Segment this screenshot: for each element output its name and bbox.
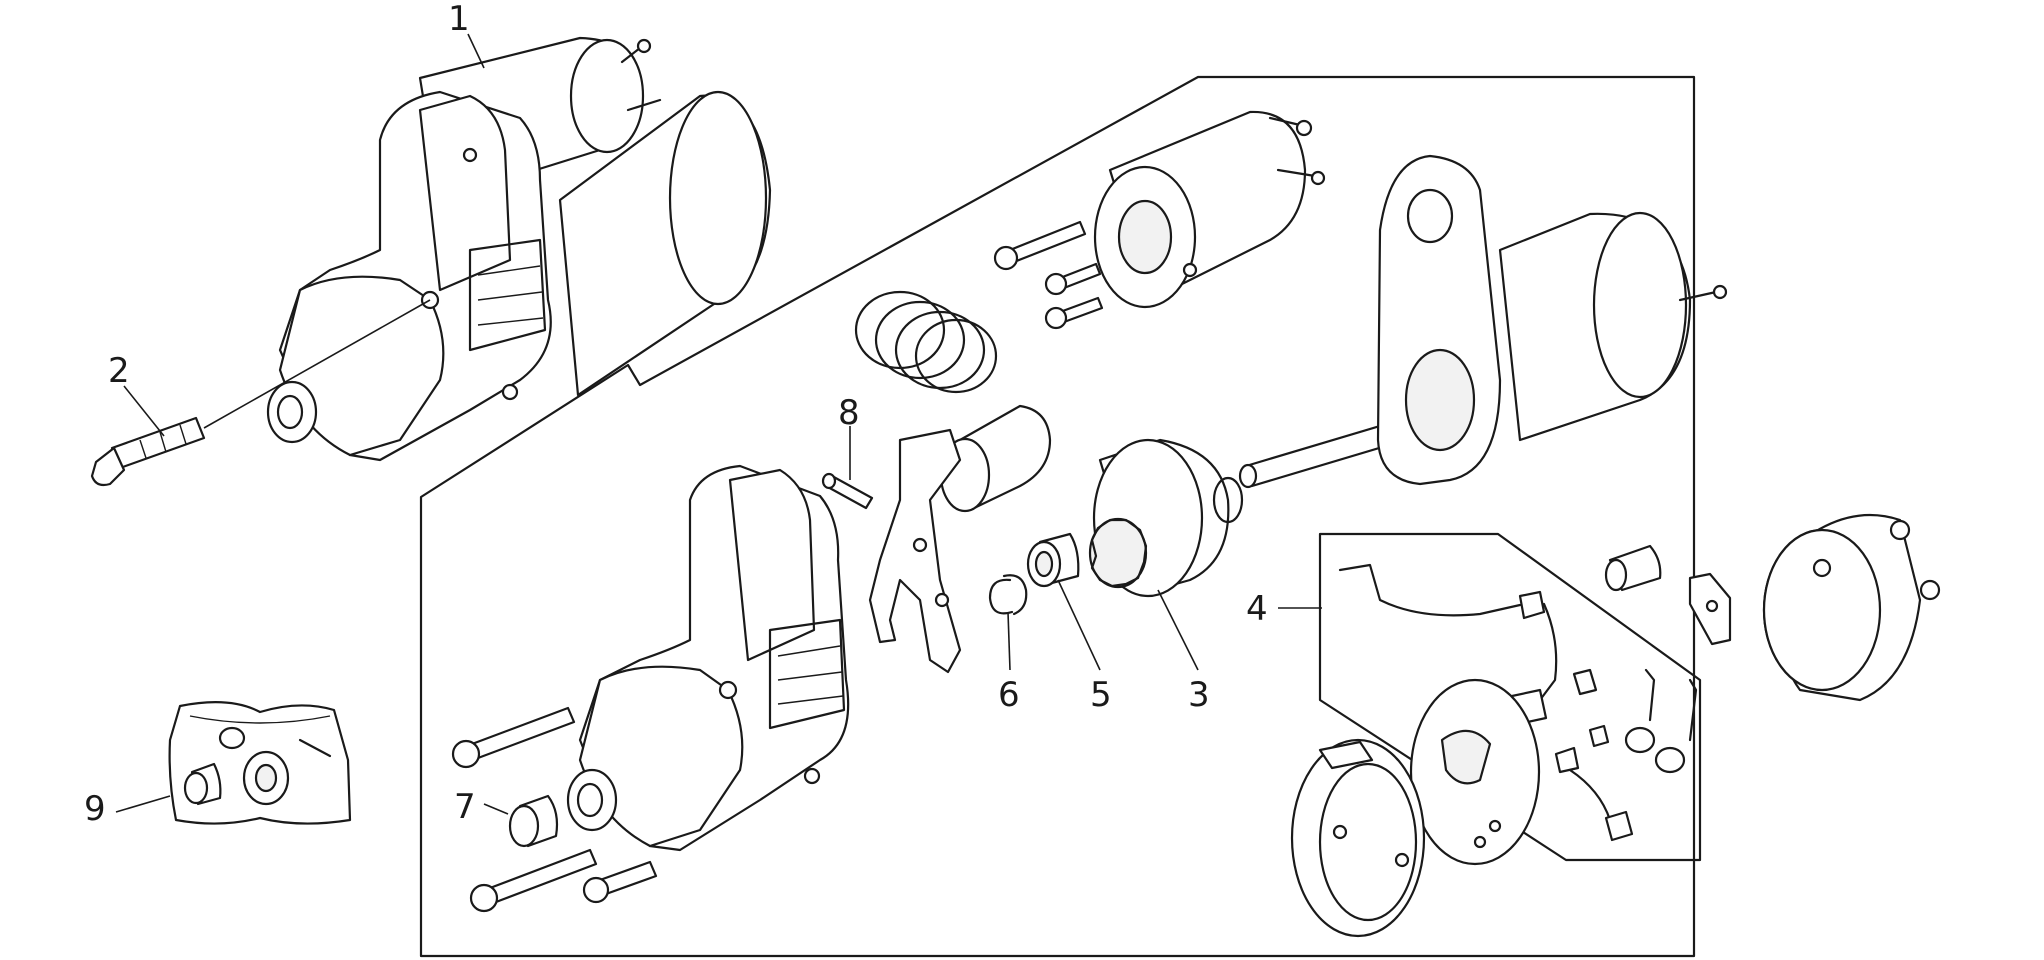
leader-line-9: [115, 795, 171, 813]
callout-5: 5: [1090, 675, 1112, 715]
leader-line-6: [1007, 611, 1011, 671]
housing-bolts: [451, 706, 658, 913]
brush-kit-box: [1318, 532, 1702, 862]
leader-line-1: [467, 33, 485, 69]
callout-2: 2: [108, 351, 130, 391]
callout-6: 6: [998, 675, 1020, 715]
callout-8: 8: [838, 393, 860, 433]
stop-collar: [1026, 532, 1080, 588]
callout-7: 7: [454, 787, 476, 827]
callout-1: 1: [448, 0, 470, 39]
leader-line-2: [123, 385, 165, 437]
leader-line-3: [1157, 589, 1199, 671]
return-spring: [854, 290, 998, 394]
solenoid-screws: [993, 220, 1104, 330]
bush-sleeve: [508, 794, 559, 848]
solenoid-switch: [1093, 110, 1326, 309]
starter-motor-assembly: [266, 36, 772, 462]
callout-9: 9: [84, 789, 106, 829]
exploded-view-frame: [419, 75, 1696, 958]
callout-3: 3: [1188, 675, 1210, 715]
brush-holder-kit: [1338, 563, 1698, 842]
plunger-and-fork-lever: [868, 404, 1052, 674]
callout-4: 4: [1246, 589, 1268, 629]
rear-bushing-and-cap: [1604, 513, 1941, 702]
drive-end-housing: [566, 464, 850, 852]
leader-line-5: [1057, 579, 1101, 671]
pinion-drive-assembly: [1088, 438, 1244, 598]
pivot-pin: [821, 472, 874, 510]
long-mounting-bolt: [90, 299, 431, 487]
end-cover-ring: [1290, 738, 1426, 938]
armature-and-motor-body: [1238, 154, 1728, 489]
leader-line-7: [483, 803, 509, 815]
bush-kit-bag: [168, 701, 352, 825]
brush-plate: [1409, 678, 1541, 866]
circlip-ring: [988, 574, 1028, 616]
